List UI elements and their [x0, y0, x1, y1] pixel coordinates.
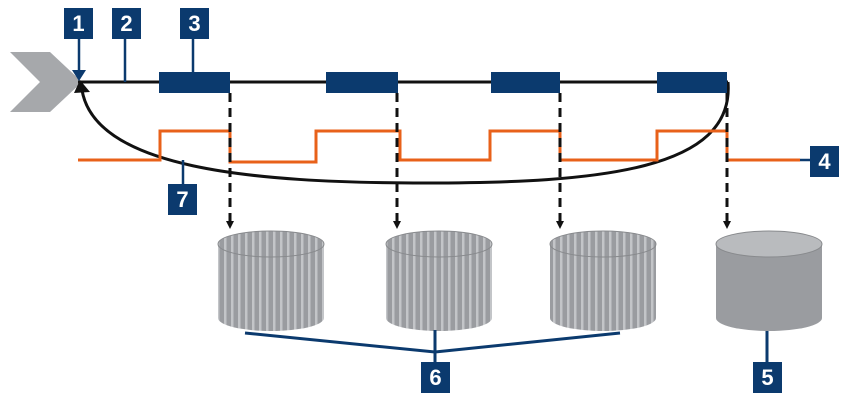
label-4: 4 [810, 146, 839, 177]
database-cylinder-icon [385, 230, 493, 331]
orange-signal-wave [78, 129, 800, 164]
label-2-text: 2 [120, 11, 132, 36]
label-4-text: 4 [818, 149, 831, 174]
label-1-text: 1 [72, 11, 84, 36]
label-2: 2 [112, 8, 141, 39]
database-cylinder-icon [715, 230, 823, 331]
label-3: 3 [180, 8, 209, 39]
label-5: 5 [753, 362, 782, 393]
loop-back-arrowhead [74, 80, 90, 93]
loop-back-curve [80, 81, 730, 185]
label-5-text: 5 [761, 365, 773, 390]
label-1: 1 [64, 8, 93, 39]
chevron-right-icon [10, 52, 82, 112]
callout-arrowhead-1 [72, 70, 86, 81]
label-6-text: 6 [429, 365, 441, 390]
label-6: 6 [421, 362, 450, 393]
database-cylinder-icon [217, 230, 325, 331]
timeline-segment-3 [491, 72, 560, 93]
label-3-text: 3 [188, 11, 200, 36]
label-7: 7 [168, 184, 197, 215]
label-7-text: 7 [176, 187, 188, 212]
database-cylinder-icon [549, 230, 657, 331]
timeline-segment-2 [326, 72, 398, 93]
connector-lines-6 [244, 331, 621, 354]
timeline-segment-4 [657, 72, 727, 93]
timeline-segment-1 [159, 72, 230, 93]
